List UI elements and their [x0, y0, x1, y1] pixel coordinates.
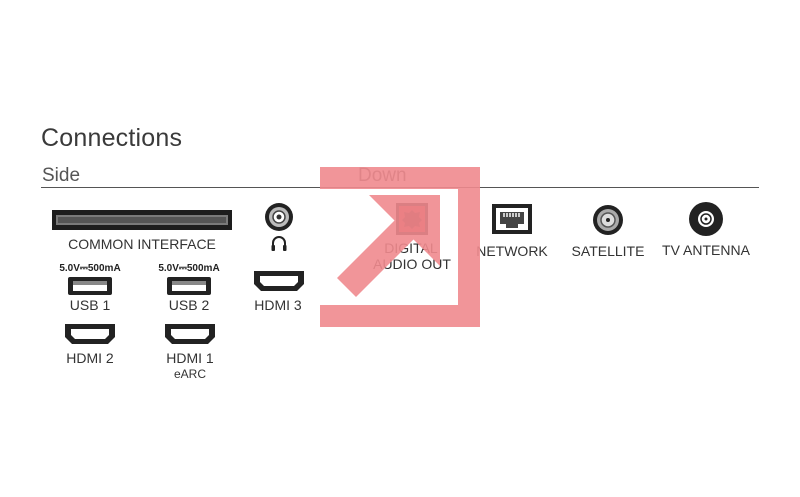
section-divider	[41, 187, 759, 188]
usb1-rating: 5.0V⎓500mA	[59, 263, 121, 274]
hdmi3-label: HDMI 3	[254, 297, 302, 313]
ethernet-port-icon	[492, 204, 532, 234]
antenna-port-icon	[689, 202, 723, 236]
hdmi1-earc-label: eARC	[173, 367, 207, 381]
hdmi2-label: HDMI 2	[66, 350, 114, 366]
common-interface-label: COMMON INTERFACE	[68, 236, 216, 252]
common-interface-slot	[52, 210, 232, 230]
section-label-down: Down	[358, 165, 407, 186]
headphone-icon	[271, 236, 287, 251]
section-label-side: Side	[42, 165, 81, 186]
hdmi1-label: HDMI 1	[166, 350, 214, 366]
usb2-port	[167, 277, 211, 295]
optical-port-icon	[396, 203, 428, 235]
network-label: NETWORK	[476, 243, 548, 259]
coax-port-icon	[593, 205, 623, 235]
digital-audio-out-label-line1: DIGITAL	[384, 240, 438, 256]
hdmi2-port	[65, 324, 115, 344]
usb1-port	[68, 277, 112, 295]
usb1-label: USB 1	[69, 297, 111, 313]
satellite-label: SATELLITE	[571, 243, 645, 259]
tv-antenna-label: TV ANTENNA	[662, 242, 750, 258]
hdmi3-port	[254, 271, 304, 291]
usb2-label: USB 2	[168, 297, 210, 313]
page-title: Connections	[41, 124, 183, 152]
digital-audio-out-label-line2: AUDIO OUT	[373, 256, 451, 272]
headphone-jack	[265, 203, 293, 231]
hdmi1-port	[165, 324, 215, 344]
usb2-rating: 5.0V⎓500mA	[158, 263, 220, 274]
